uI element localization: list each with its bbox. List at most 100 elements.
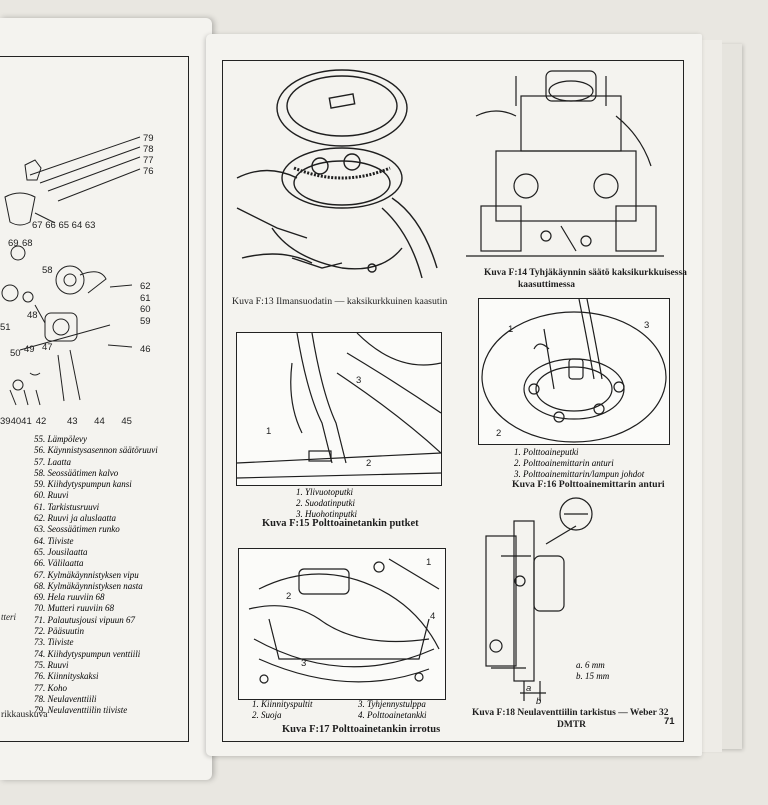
parts-list-item: 63. Seossäätimen runko	[34, 524, 120, 535]
parts-list-item: 66. Välilaatta	[34, 558, 84, 569]
parts-list-item: 56. Käynnistysasennon säätöruuvi	[34, 445, 158, 456]
parts-list-item: 61. Tarkistusruuvi	[34, 501, 100, 512]
fig17-callout-3: 3	[301, 658, 307, 669]
callout-41: 41	[21, 416, 32, 427]
fig16-legend-2: 2. Polttoainemittarin anturi	[514, 458, 614, 468]
fig15-legend-2: 2. Suodatinputki	[296, 498, 355, 508]
parts-list-item: 55. Lämpölevy	[34, 434, 87, 444]
page-number: 71	[664, 716, 675, 727]
fig15-legend: 1. Ylivuotoputki 2. Suodatinputki 3. Huo…	[296, 487, 357, 520]
fig18-caption-line1: Kuva F:18 Neulaventtiilin tarkistus — We…	[472, 708, 669, 718]
fig14-caption-line1: Kuva F:14 Tyhjäkäynnin säätö kaksikurkku…	[484, 268, 687, 278]
exploded-carburettor-diagram	[1, 136, 141, 406]
callout-69: 69	[8, 238, 19, 249]
parts-list-item: 76. Kiinnityskaksi	[34, 671, 99, 682]
left-page	[0, 18, 212, 780]
callout-49: 49	[24, 344, 35, 355]
margin-fragment-rikkauskuva: rikkauskuva	[1, 710, 48, 720]
callout-40: 40	[10, 416, 22, 427]
parts-list-item: 78. Neulaventtiili	[34, 693, 97, 704]
parts-list-item: 75. Ruuvi	[34, 659, 69, 670]
fig16-callout-2: 2	[496, 428, 502, 439]
callout-59: 59	[140, 316, 151, 327]
parts-list-item: 68. Kylmäkäynnistyksen nasta	[34, 580, 143, 591]
callout-62: 62	[140, 281, 151, 292]
parts-list-item: 69. Hela ruuviin 68	[34, 592, 105, 603]
parts-list-item: 79. Neulaventtiilin tiiviste	[34, 705, 128, 716]
fig15-callout-2: 2	[366, 458, 372, 469]
callout-67: 67	[32, 220, 43, 231]
parts-list-item: 67. Kylmäkäynnistyksen vipu	[34, 569, 139, 580]
callout-row-63-67: 67 66 65 64 63	[32, 220, 95, 231]
fig17-callout-2: 2	[286, 591, 292, 602]
fig17-caption: Kuva F:17 Polttoainetankin irrotus	[282, 724, 441, 735]
callout-44: 44	[94, 416, 105, 427]
fig16-legend: 1. Polttoaineputki 2. Polttoainemittarin…	[514, 447, 644, 480]
callout-45: 45	[121, 416, 132, 427]
fig17-legend-3: 3. Tyhjennystulppa	[358, 699, 426, 709]
fig16-legend-3: 3. Polttoainemittarin/lampun johdot	[514, 469, 645, 479]
fig16-caption: Kuva F:16 Polttoainemittarin anturi	[512, 479, 665, 490]
callout-43: 43	[66, 416, 78, 427]
fig16-callout-3: 3	[644, 320, 650, 331]
parts-list-item: 77. Koho	[34, 682, 68, 693]
callout-51: 51	[0, 322, 11, 333]
fig17-callout-4: 4	[430, 611, 436, 622]
fig15-callout-3: 3	[356, 375, 362, 386]
parts-list-item: 58. Seossäätimen kalvo	[34, 467, 119, 478]
fig15-legend-1: 1. Ylivuotoputki	[296, 487, 353, 497]
parts-list-item: 72. Pääsuutin	[34, 626, 85, 637]
fig16-illustration	[478, 298, 670, 445]
fig15-illustration	[236, 332, 442, 486]
fig17-legend-4: 4. Polttoainetankki	[358, 710, 427, 720]
parts-list-item: 73. Tiiviste	[34, 637, 74, 648]
parts-list-item: 64. Tiiviste	[34, 535, 74, 546]
callout-78: 78	[143, 144, 154, 155]
parts-list-item: 71. Palautusjousi vipuun 67	[34, 614, 135, 625]
fig15-caption: Kuva F:15 Polttoainetankin putket	[262, 518, 419, 529]
margin-fragment-tteri: tteri	[1, 612, 16, 622]
fig18-callout-a: a	[526, 683, 532, 694]
fig17-illustration	[238, 548, 446, 700]
parts-list-item: 65. Jousilaatta	[34, 546, 88, 557]
callout-64: 64	[71, 220, 83, 231]
callout-58: 58	[42, 265, 53, 276]
fig15-callout-1: 1	[266, 426, 272, 437]
fig18-illustration	[476, 496, 676, 706]
fig18-legend-a: a. 6 mm	[576, 660, 605, 670]
fig18-caption-line2: DMTR	[557, 720, 587, 730]
parts-list-item: 70. Mutteri ruuviin 68	[34, 603, 114, 614]
callout-48: 48	[27, 310, 38, 321]
callout-79: 79	[143, 133, 154, 144]
callout-47: 47	[42, 342, 53, 353]
parts-list-item: 74. Kiihdytyspumpun venttiili	[34, 648, 141, 659]
callout-39: 39	[0, 416, 11, 427]
fig14-caption-line2: kaasuttimessa	[518, 280, 576, 290]
callout-61: 61	[140, 293, 151, 304]
fig13-caption: Kuva F:13 Ilmansuodatin — kaksikurkkuine…	[232, 296, 448, 307]
fig18-legend: a. 6 mm b. 15 mm	[576, 660, 609, 682]
right-page-frame	[222, 60, 684, 742]
callout-68: 68	[22, 238, 33, 249]
fig17-legend-left: 1. Kiinnityspultit 2. Suoja	[252, 699, 313, 721]
left-page-frame	[0, 56, 189, 742]
parts-list-item: 60. Ruuvi	[34, 490, 69, 501]
callout-50: 50	[10, 348, 21, 359]
fig17-callout-1: 1	[426, 557, 432, 568]
fig17-legend-right: 3. Tyhjennystulppa 4. Polttoainetankki	[358, 699, 426, 721]
parts-list-item: 59. Kiihdytyspumpun kansi	[34, 479, 132, 490]
fig16-callout-1: 1	[508, 324, 514, 335]
fig17-legend-2: 2. Suoja	[252, 710, 282, 720]
parts-list-item: 62. Ruuvi ja aluslaatta	[34, 513, 116, 524]
fig14-illustration	[466, 66, 664, 266]
fig18-callout-b: b	[536, 696, 542, 707]
callout-46: 46	[140, 344, 151, 355]
fig13-illustration	[232, 58, 442, 284]
callout-60: 60	[140, 304, 151, 315]
fig15-legend-3: 3. Huohotinputki	[296, 509, 357, 519]
callout-63: 63	[84, 220, 96, 231]
fig16-legend-1: 1. Polttoaineputki	[514, 447, 579, 457]
callout-66: 66	[45, 220, 56, 231]
